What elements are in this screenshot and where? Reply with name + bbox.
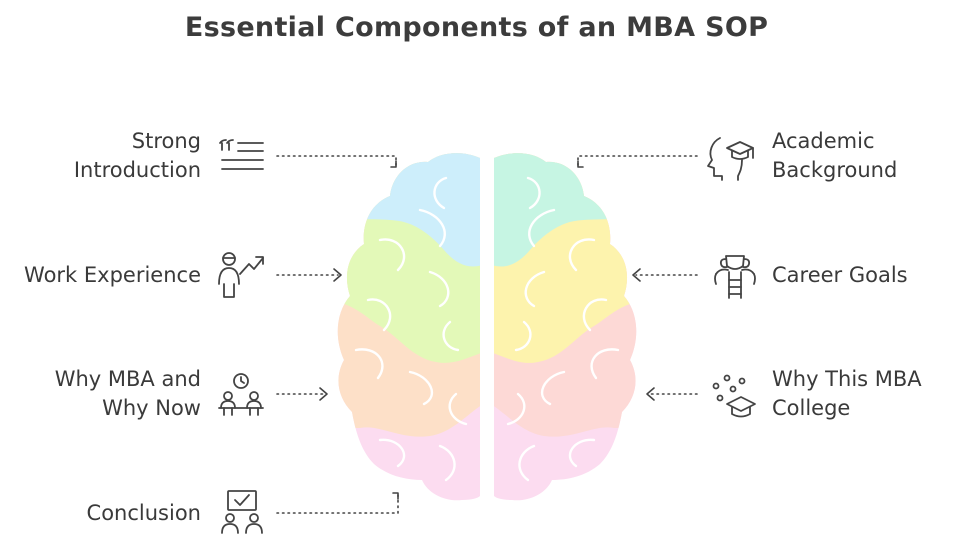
connector-conclusion	[276, 493, 399, 514]
arrowhead	[390, 160, 397, 168]
arrowhead	[632, 268, 641, 282]
label-academic-background: Academic Background	[772, 127, 897, 185]
label-line: Work Experience	[24, 263, 201, 287]
left-hemisphere	[337, 153, 480, 501]
label-career-goals: Career Goals	[772, 261, 908, 290]
label-line: Academic	[772, 129, 875, 153]
arrowhead	[392, 492, 399, 500]
label-line: Strong	[131, 129, 201, 153]
label-line: Why Now	[102, 396, 201, 420]
meeting-clock-icon	[218, 373, 264, 416]
label-why-mba-and-why-now: Why MBA and Why Now	[55, 365, 201, 423]
label-line: Background	[772, 158, 898, 182]
graduation-cap-dots-icon	[712, 374, 756, 418]
label-line: Introduction	[73, 158, 201, 182]
label-line: Why MBA and	[54, 367, 201, 391]
connector-academic-background	[577, 155, 698, 167]
label-line: Conclusion	[86, 501, 201, 525]
label-conclusion: Conclusion	[87, 499, 201, 528]
arrowhead	[646, 387, 655, 401]
label-line: College	[772, 396, 851, 420]
label-line: Why This MBA	[772, 367, 922, 391]
person-growth-icon	[218, 252, 264, 298]
head-graduation-cap-icon	[707, 137, 754, 181]
right-hemisphere	[494, 153, 637, 501]
page-title: Essential Components of an MBA SOP	[184, 12, 769, 43]
arrowhead	[319, 387, 328, 401]
quote-list-icon	[219, 139, 264, 170]
arrowhead	[333, 268, 342, 282]
trophy-ladder-icon	[714, 255, 756, 299]
label-strong-introduction: Strong Introduction	[74, 127, 201, 185]
arrowhead	[577, 160, 584, 168]
label-work-experience: Work Experience	[24, 261, 201, 290]
checked-board-icon	[221, 490, 263, 534]
connector-strong-introduction	[276, 155, 397, 167]
label-why-this-mba-college: Why This MBA College	[772, 365, 922, 423]
label-line: Career Goals	[772, 263, 908, 287]
